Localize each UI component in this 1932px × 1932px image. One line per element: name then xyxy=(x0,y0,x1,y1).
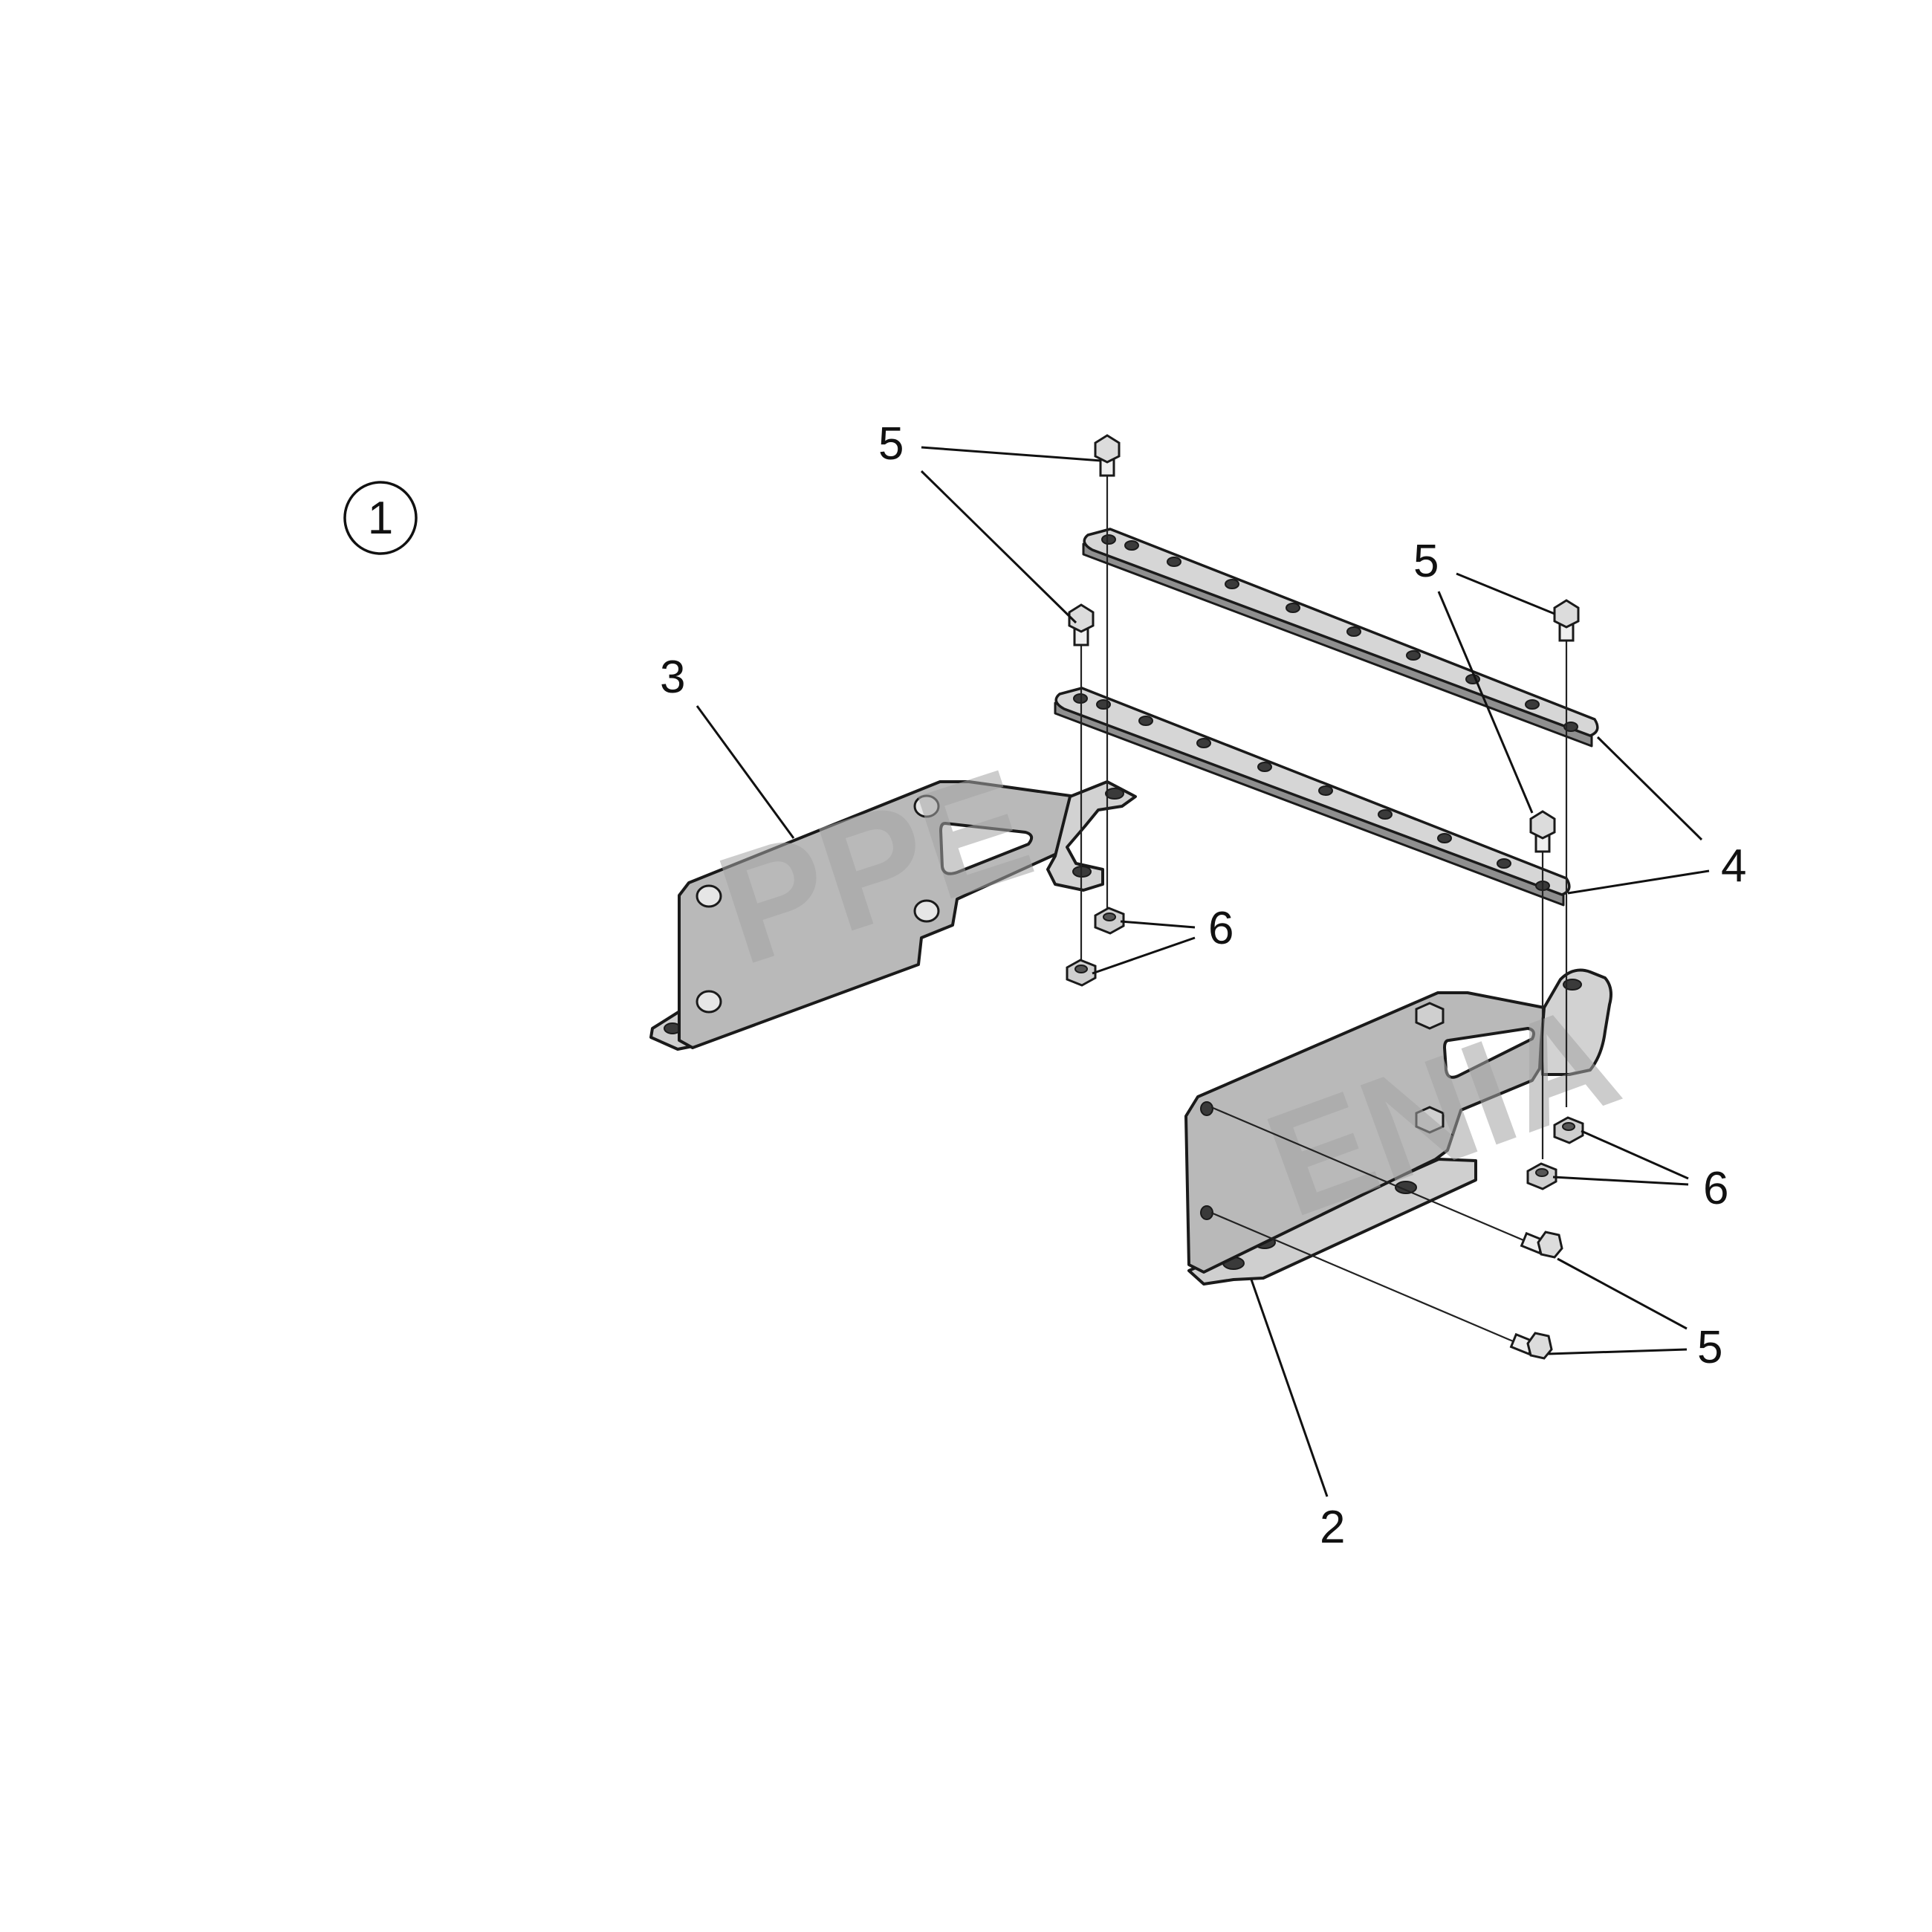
assembly-badge: 1 xyxy=(343,481,418,555)
callout-6-left: 6 xyxy=(1208,903,1234,954)
leader-6-right-a xyxy=(1581,1129,1689,1180)
callout-5-top-left: 5 xyxy=(878,418,904,470)
leader-6-left-a xyxy=(1120,920,1196,929)
leader-5-bottom-b xyxy=(1548,1348,1688,1355)
callout-6-right: 6 xyxy=(1703,1163,1728,1214)
assembly-badge-circle xyxy=(343,481,418,555)
leader-4-upper xyxy=(1596,736,1703,841)
bolt-3-head xyxy=(1553,599,1580,629)
right-tab-hole xyxy=(1563,979,1582,991)
callout-labels: 5 3 5 4 6 6 5 2 xyxy=(660,418,1746,1553)
nuts-part-6 xyxy=(1066,907,1584,1190)
right-bracket-hook-tab xyxy=(1540,968,1612,1076)
bolt-vertical-3 xyxy=(1553,599,1580,642)
bolt-horizontal-2 xyxy=(1509,1332,1553,1360)
leader-2 xyxy=(1250,1279,1329,1497)
leader-5-right-a xyxy=(1456,572,1555,615)
bolt-vertical-4 xyxy=(1529,810,1556,853)
assembly-badge-label: 1 xyxy=(368,493,393,544)
axis-line-6 xyxy=(1210,1211,1533,1351)
right-plate-hole-1 xyxy=(1200,1101,1213,1116)
left-stud-1 xyxy=(696,884,722,908)
bolt-4-head xyxy=(1529,810,1556,840)
lower-bar-top xyxy=(1054,687,1571,896)
right-flange-hole-1 xyxy=(1395,1181,1417,1194)
left-bracket-triangle-cutout xyxy=(939,822,1034,875)
callout-4: 4 xyxy=(1721,840,1746,892)
left-bracket-part-3: PPE xyxy=(649,735,1137,1051)
nut-right-2 xyxy=(1526,1162,1557,1190)
leader-6-left-b xyxy=(1092,936,1196,975)
left-bracket-upper-tab xyxy=(1046,780,1137,892)
bolt-vertical-1 xyxy=(1094,434,1121,477)
bolts-part-5 xyxy=(1068,434,1580,1360)
right-bracket-triangle-cutout xyxy=(1443,1027,1535,1079)
bolt-1-head xyxy=(1094,434,1121,464)
left-stud-2 xyxy=(696,990,722,1014)
leader-5-top-a xyxy=(921,446,1102,462)
axis-line-5 xyxy=(1210,1106,1543,1250)
nut-left-2 xyxy=(1066,959,1097,987)
bolt-5-head xyxy=(1537,1231,1563,1259)
bolt-2-head xyxy=(1068,603,1095,633)
callout-5-bottom-right: 5 xyxy=(1697,1322,1722,1373)
upper-bar-holes xyxy=(1101,534,1578,732)
leader-5-bottom-a xyxy=(1557,1257,1688,1330)
right-bracket-nuts xyxy=(1415,1002,1445,1134)
left-tab-hole-upper xyxy=(1105,788,1124,800)
leader-5-top-b xyxy=(920,470,1077,624)
left-bracket-studs xyxy=(696,794,940,1014)
nut-right-1 xyxy=(1553,1116,1584,1144)
lower-bar-holes xyxy=(1073,693,1550,891)
bolt-vertical-2 xyxy=(1068,603,1095,646)
left-stud-4 xyxy=(913,899,940,923)
upper-bar-top xyxy=(1083,528,1599,737)
bolt-horizontal-1 xyxy=(1520,1231,1563,1259)
callout-5-top-right: 5 xyxy=(1413,536,1439,587)
leader-4-lower xyxy=(1567,869,1710,895)
right-plate-hole-2 xyxy=(1200,1205,1213,1220)
leader-6-right-b xyxy=(1552,1176,1689,1186)
leader-3 xyxy=(696,705,795,839)
callout-3: 3 xyxy=(660,652,685,703)
left-stud-3 xyxy=(913,794,940,818)
bolt-6-head xyxy=(1526,1332,1553,1360)
leader-5-right-b xyxy=(1437,591,1534,814)
upper-bar-part-4 xyxy=(1082,528,1599,748)
assembly-axis-lines xyxy=(1080,476,1568,1351)
nut-left-1 xyxy=(1094,907,1125,935)
right-plate-nut-2 xyxy=(1415,1106,1445,1134)
leader-lines xyxy=(696,446,1710,1497)
lower-bar-part-4 xyxy=(1054,687,1571,907)
right-plate-nut-1 xyxy=(1415,1002,1445,1030)
callout-2: 2 xyxy=(1320,1502,1345,1553)
